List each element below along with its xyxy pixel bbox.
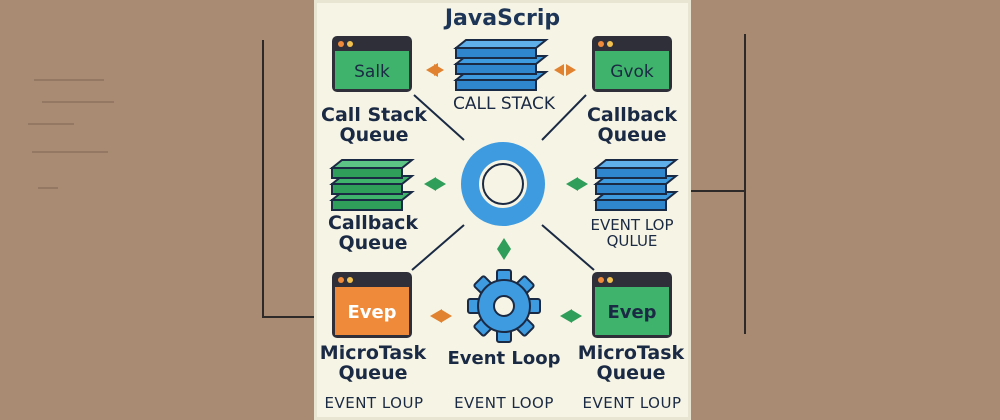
diagram-title: JavaScrip [444,6,561,31]
footer-label-center: EVENT LOOP [454,394,554,412]
label-microtask-queue-right: MicroTask Queue [577,342,685,384]
window-bottom-left [332,272,412,338]
window-top-left [332,36,412,92]
bg-left-horizontal-line [262,316,314,318]
bg-faint-text-marks [24,78,124,202]
window-bottom-left-text: Evep [347,302,396,323]
arrow-bottom-right [560,309,582,323]
gear-icon [467,269,541,343]
arrow-bottom-left [430,309,452,323]
label-event-loop-center: Event Loop [447,348,561,369]
bg-left-vertical-line [262,40,264,318]
bg-right-vertical-line [744,34,746,334]
window-bottom-right-text: Evep [607,302,656,323]
diagram-graphics: Salk Gvok Evep Evep [329,36,679,343]
label-event-lop: EVENT LOP QULUE [590,216,674,250]
window-top-left-text: Salk [354,62,390,82]
window-top-right [592,36,672,92]
arrow-top-left-pair [426,63,444,77]
diagram-poster: JavaScrip [314,0,691,420]
label-call-stack-queue: Call Stack Queue [321,104,427,146]
arrow-top-right-pair [554,64,576,76]
stack-icon-top-center [453,39,549,91]
label-callback-queue-top-right: Callback Queue [586,104,678,146]
event-loop-ring-icon [461,142,545,226]
connector-ring-to-bottomleft [411,224,465,271]
stack-icon-middle-left [329,159,415,211]
label-microtask-queue-left: MicroTask Queue [319,342,427,384]
label-call-stack-center: CALL STACK [452,94,556,114]
footer-label-right: EVENT LOUP [582,394,682,412]
window-bottom-right [592,272,672,338]
connector-topleft-to-ring [413,94,465,141]
bg-right-horizontal-line [691,190,745,192]
window-top-right-text: Gvok [610,62,654,82]
connector-ring-to-bottomright [541,224,595,271]
footer-label-left: EVENT LOUP [324,394,424,412]
arrow-mid-right [566,177,588,191]
label-callback-queue-middle-left: Callback Queue [327,212,419,254]
arrow-mid-left [424,177,446,191]
connector-topright-to-ring [541,94,587,141]
stack-icon-middle-right [593,159,679,211]
arrow-center-vertical [497,238,511,260]
